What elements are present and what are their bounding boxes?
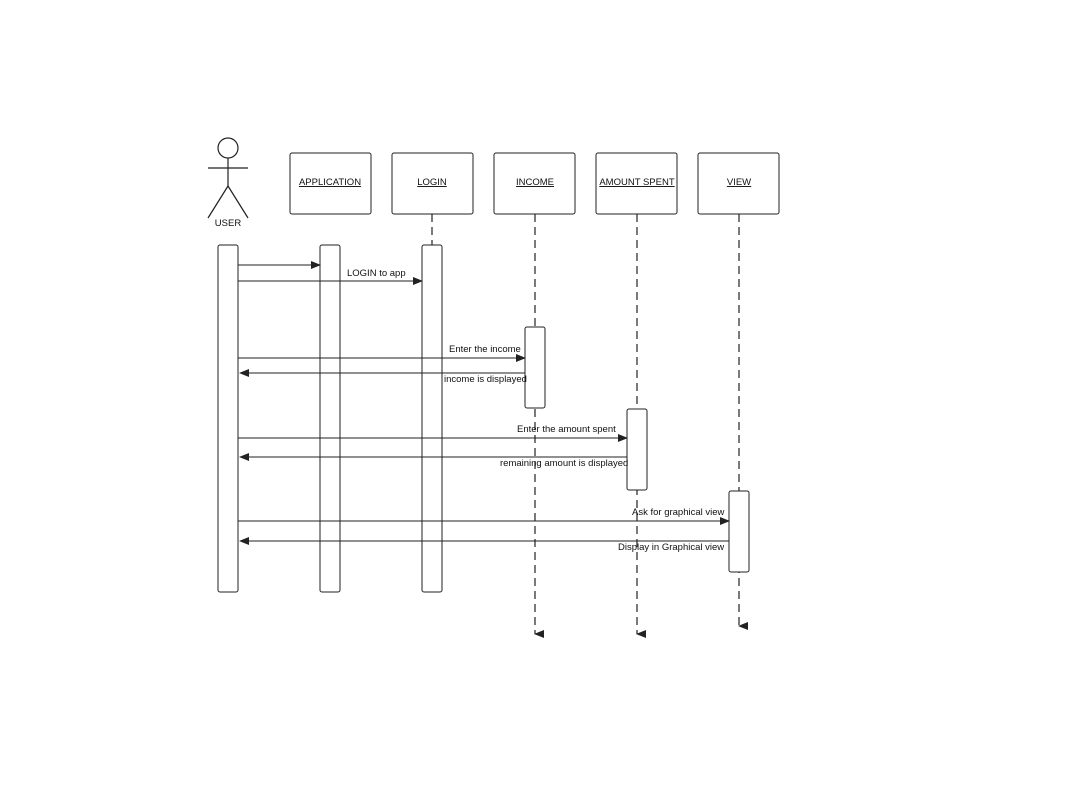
activation-amount-spent	[626, 408, 648, 491]
object-box	[289, 152, 372, 215]
object-label: LOGIN	[417, 177, 447, 188]
message-label: Enter the amount spent	[517, 424, 616, 435]
object-amount-spent: AMOUNT SPENT	[595, 152, 678, 215]
activation-user	[217, 244, 239, 593]
message-label: Display in Graphical view	[618, 542, 724, 553]
message-label: income is displayed	[444, 374, 527, 385]
actor-head	[217, 137, 239, 159]
object-application: APPLICATION	[289, 152, 372, 215]
object-label: APPLICATION	[299, 177, 361, 188]
actor-left-leg	[207, 185, 229, 219]
object-income: INCOME	[493, 152, 576, 215]
activation-application	[319, 244, 341, 593]
activation-login	[421, 244, 443, 593]
actor-right-leg	[227, 185, 249, 219]
activation-income	[524, 326, 546, 409]
object-login: LOGIN	[391, 152, 474, 215]
message-label: LOGIN to app	[347, 268, 406, 279]
object-label: AMOUNT SPENT	[599, 177, 675, 188]
object-view: VIEW	[697, 152, 780, 215]
message-label: Ask for graphical view	[632, 507, 725, 518]
message-label: remaining amount is displayed	[500, 458, 628, 469]
object-label: INCOME	[516, 177, 554, 188]
actor-label: USER	[215, 218, 242, 229]
user-actor: USER	[207, 137, 249, 229]
object-label: VIEW	[727, 177, 751, 188]
message-label: Enter the income	[449, 344, 521, 355]
activation-view	[728, 490, 750, 573]
